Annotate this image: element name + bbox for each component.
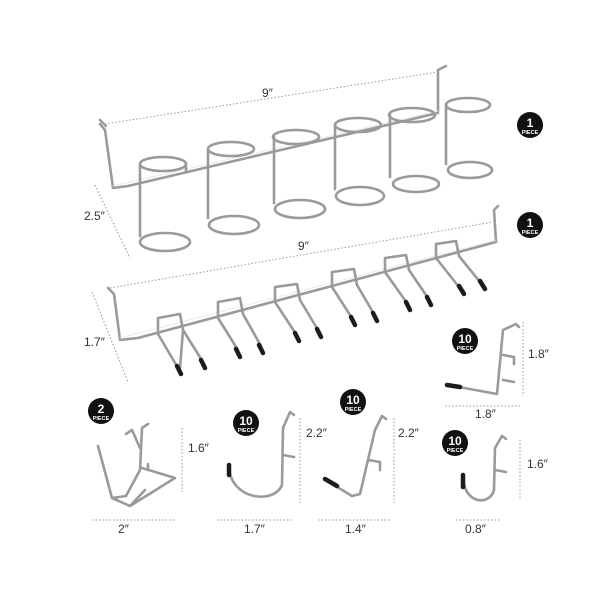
- j-hook-width-label: 1.7″: [244, 522, 266, 536]
- l-hook-piece-badge: 10 PIECE: [452, 328, 478, 354]
- j-hook-height-label: 2.2″: [306, 426, 328, 440]
- svg-text:PIECE: PIECE: [238, 428, 255, 434]
- svg-text:PIECE: PIECE: [345, 407, 362, 413]
- angle-hook-tall-width-label: 1.4″: [345, 522, 367, 536]
- l-hook-height-label: 1.8″: [528, 347, 550, 361]
- svg-text:10: 10: [346, 393, 360, 407]
- ring-rack-width-label: 9″: [262, 86, 274, 100]
- svg-text:PIECE: PIECE: [522, 230, 539, 236]
- svg-text:PIECE: PIECE: [522, 130, 539, 136]
- hook-rack-height-label: 1.7″: [84, 335, 106, 349]
- svg-text:PIECE: PIECE: [93, 416, 110, 422]
- svg-text:PIECE: PIECE: [447, 448, 464, 454]
- ring-rack-depth-label: 2.5″: [84, 209, 106, 223]
- ring-rack: 9″ 2.5″: [84, 64, 543, 259]
- ring-rack-depth-guide: [94, 184, 131, 259]
- small-j-hook-width-label: 0.8″: [465, 522, 487, 536]
- svg-text:PIECE: PIECE: [457, 346, 474, 352]
- double-hook-height-label: 1.6″: [188, 441, 210, 455]
- angle-hook-tall: 1.4″ 2.2″ 10 PIECE: [318, 389, 420, 536]
- hook-rack-piece-badge: 1 PIECE: [517, 212, 543, 238]
- double-hook-piece-badge: 2 PIECE: [88, 398, 114, 424]
- hook-rack: 9″ 1.7″: [84, 204, 543, 383]
- svg-text:10: 10: [239, 414, 253, 428]
- hook-rack-height-guide: [91, 291, 129, 383]
- svg-text:1: 1: [527, 216, 534, 230]
- svg-text:1: 1: [527, 116, 534, 130]
- angle-hook-tall-piece-badge: 10 PIECE: [340, 389, 366, 415]
- small-j-hook-height-label: 1.6″: [527, 457, 549, 471]
- hook-rack-width-label: 9″: [298, 239, 310, 253]
- l-hook: 1.8″ 1.8″ 10 PIECE: [444, 322, 550, 421]
- ring-rack-piece-badge: 1 PIECE: [517, 112, 543, 138]
- small-j-hook-piece-badge: 10 PIECE: [442, 430, 468, 456]
- svg-text:10: 10: [458, 332, 472, 346]
- svg-text:2: 2: [98, 402, 105, 416]
- small-j-hook: 0.8″ 1.6″ 10 PIECE: [442, 430, 549, 536]
- double-hook-width-label: 2″: [118, 522, 130, 536]
- ring-rack-width-guide: [104, 71, 439, 125]
- l-hook-width-label: 1.8″: [475, 407, 497, 421]
- j-hook-piece-badge: 10 PIECE: [233, 410, 259, 436]
- angle-hook-tall-height-label: 2.2″: [398, 426, 420, 440]
- svg-text:10: 10: [448, 434, 462, 448]
- double-hook: 2″ 1.6″ 2 PIECE: [88, 398, 210, 536]
- j-hook: 1.7″ 2.2″ 10 PIECE: [217, 410, 328, 536]
